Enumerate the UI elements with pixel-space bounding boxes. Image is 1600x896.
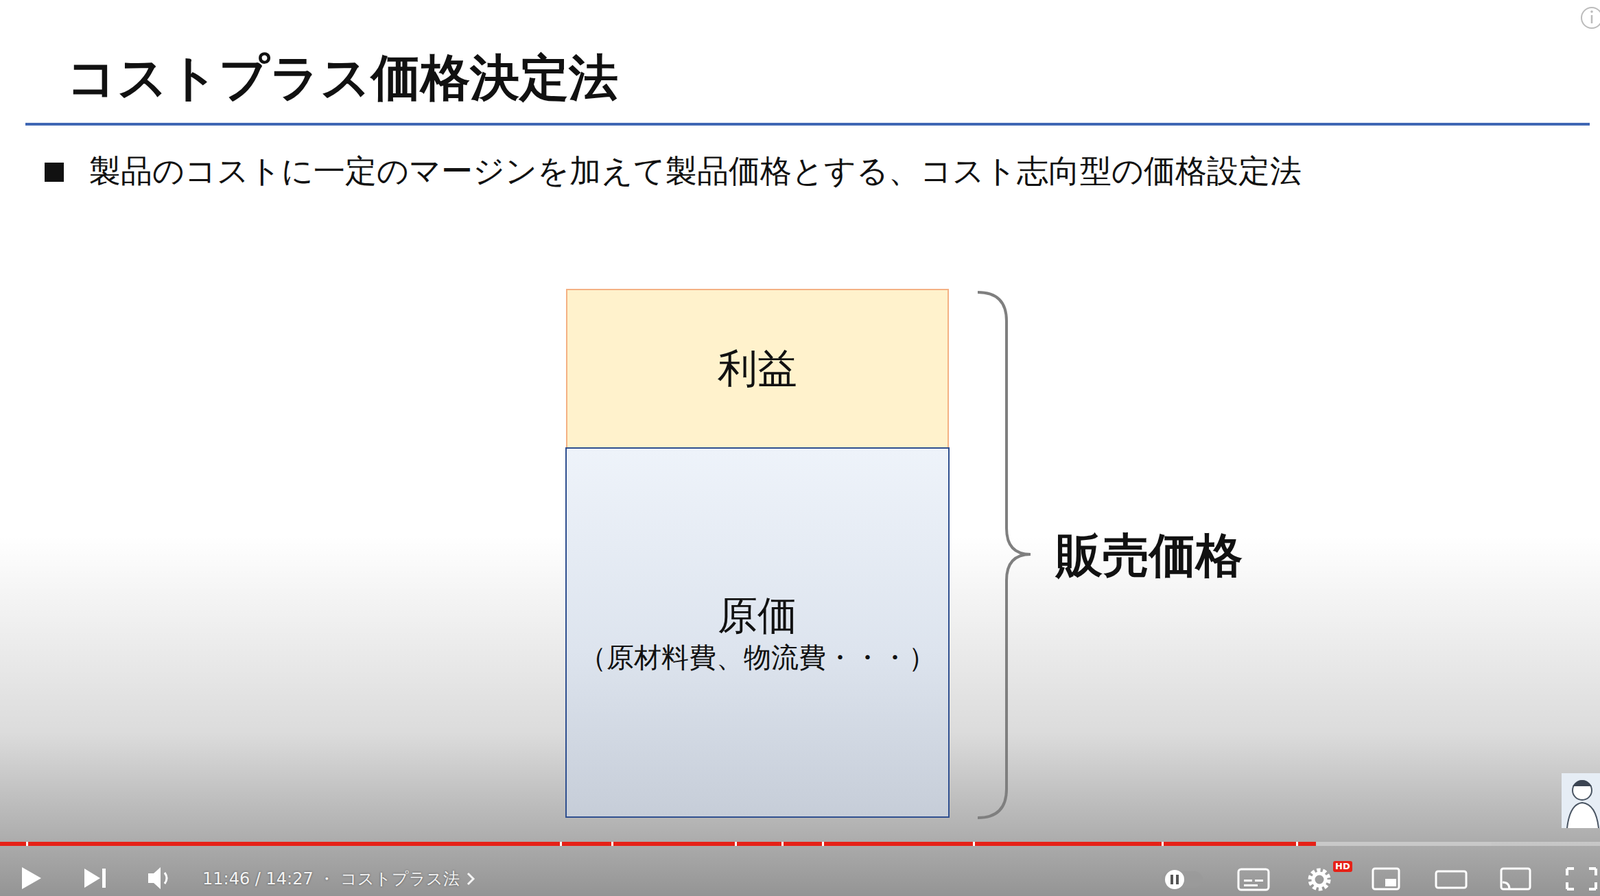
box-heading: 原価 — [717, 590, 798, 641]
slide-title: コストプラス価格決定法 — [66, 48, 619, 108]
box-detail: （原材料費、物流費・・・） — [579, 640, 936, 675]
brace-bracket — [977, 292, 1031, 818]
progress-bar — [0, 841, 1600, 846]
cost-box: 原価（原材料費、物流費・・・） — [565, 447, 950, 818]
bullet-text: 製品のコストに一定のマージンを加えて製品価格とする、コスト志向型の価格設定法 — [89, 152, 1302, 191]
presenter-avatar — [1561, 773, 1600, 829]
brace-label: 販売価格 — [1055, 527, 1243, 584]
hd-badge: HD — [1333, 861, 1353, 873]
profit-box: 利益 — [566, 288, 949, 449]
title-rule — [25, 122, 1590, 126]
bullet-square — [44, 162, 64, 182]
chapter-chevron — [467, 873, 474, 885]
player-time: 11:46 / 14:27 ・ コストプラス法 — [202, 869, 460, 890]
box-heading: 利益 — [717, 343, 798, 394]
info-icon — [1581, 7, 1600, 29]
player-controls — [21, 867, 1596, 890]
